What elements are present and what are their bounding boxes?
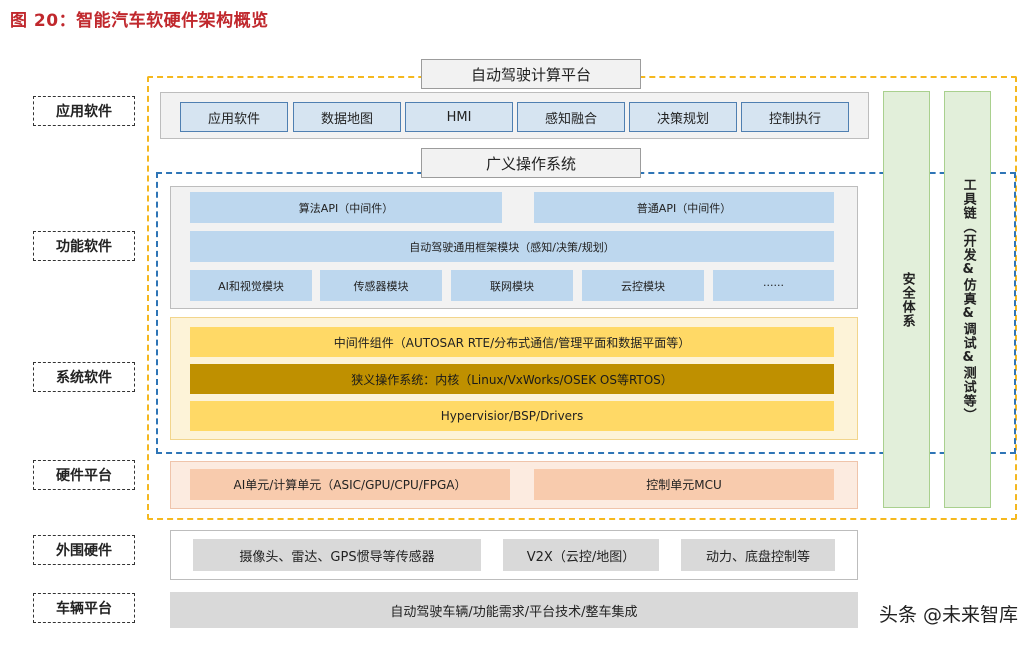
safety-system-label: 安全体系 (899, 271, 915, 328)
module-more: ······ (713, 270, 834, 301)
algorithm-api-bar: 算法API（中间件） (190, 192, 502, 223)
framework-bar: 自动驾驶通用框架模块（感知/决策/规划） (190, 231, 834, 262)
peripheral-powertrain: 动力、底盘控制等 (681, 539, 835, 571)
kernel-bar: 狭义操作系统：内核（Linux/VxWorks/OSEK OS等RTOS） (190, 364, 834, 394)
safety-system-column: 安全体系 (883, 91, 930, 508)
platform-header: 自动驾驶计算平台 (421, 59, 641, 89)
hypervisor-bar: Hypervisior/BSP/Drivers (190, 401, 834, 431)
app-item-control-execution: 控制执行 (741, 102, 849, 132)
module-ai-vision: AI和视觉模块 (190, 270, 312, 301)
app-item-perception-fusion: 感知融合 (517, 102, 625, 132)
label-vehicle-platform: 车辆平台 (33, 593, 135, 623)
module-cloud-control: 云控模块 (582, 270, 704, 301)
module-sensor: 传感器模块 (320, 270, 442, 301)
toolchain-label: 工具链（开发&仿真&调试&测试等） (960, 177, 976, 422)
peripheral-sensors: 摄像头、雷达、GPS惯导等传感器 (193, 539, 481, 571)
figure-title: 图 20：智能汽车软硬件架构概览 (10, 11, 269, 31)
os-header: 广义操作系统 (421, 148, 641, 178)
mcu-bar: 控制单元MCU (534, 469, 834, 500)
app-item-data-map: 数据地图 (293, 102, 401, 132)
toolchain-column: 工具链（开发&仿真&调试&测试等） (944, 91, 991, 508)
label-hardware-platform: 硬件平台 (33, 460, 135, 490)
watermark: 头条 @未来智库 (878, 604, 1018, 626)
app-item-decision-planning: 决策规划 (629, 102, 737, 132)
label-system-software: 系统软件 (33, 362, 135, 392)
app-item-hmi: HMI (405, 102, 513, 132)
label-function-software: 功能软件 (33, 231, 135, 261)
general-api-bar: 普通API（中间件） (534, 192, 834, 223)
vehicle-platform-bar: 自动驾驶车辆/功能需求/平台技术/整车集成 (170, 592, 858, 628)
module-network: 联网模块 (451, 270, 573, 301)
label-peripheral-hardware: 外围硬件 (33, 535, 135, 565)
label-app-software: 应用软件 (33, 96, 135, 126)
app-item-app-software: 应用软件 (180, 102, 288, 132)
middleware-bar: 中间件组件（AUTOSAR RTE/分布式通信/管理平面和数据平面等） (190, 327, 834, 357)
peripheral-v2x: V2X（云控/地图） (503, 539, 659, 571)
compute-unit-bar: AI单元/计算单元（ASIC/GPU/CPU/FPGA） (190, 469, 510, 500)
